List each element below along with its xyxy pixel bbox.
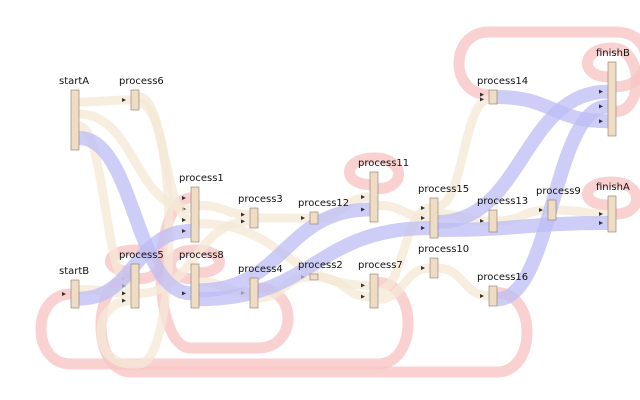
node-process4[interactable]	[249, 277, 259, 309]
node-finishA[interactable]	[607, 195, 617, 233]
node-process11[interactable]	[369, 171, 379, 223]
flow-link-finishB-process14	[453, 26, 640, 101]
node-label-process1: process1	[179, 173, 224, 184]
flow-arrow-icon	[480, 92, 484, 97]
flow-arrow-icon	[539, 208, 543, 212]
flow-link-finishB-finishB	[582, 42, 640, 117]
flow-arrow-icon	[480, 219, 484, 223]
flow-arrow-icon	[361, 283, 365, 288]
flow-link-process5-process3	[138, 216, 251, 298]
node-process6[interactable]	[130, 89, 140, 111]
node-label-process16: process16	[477, 272, 528, 283]
flow-link-process8-process11	[198, 202, 371, 298]
node-label-process5: process5	[119, 250, 164, 261]
flow-link-process15-process14	[436, 94, 491, 211]
flow-arrow-icon	[241, 212, 245, 217]
flow-link-process6-process5	[96, 98, 174, 369]
node-label-process3: process3	[238, 194, 283, 205]
flow-arrow-icon	[480, 294, 484, 298]
flow-arrow-icon	[599, 119, 603, 124]
flow-layer	[35, 26, 640, 378]
label-layer: startA startB process1 process2 process3 proc…	[59, 48, 630, 283]
node-process2[interactable]	[309, 273, 319, 281]
flow-arrow-icon	[361, 195, 365, 199]
flow-arrow-icon	[421, 226, 425, 230]
node-label-process13: process13	[477, 196, 528, 207]
node-process9[interactable]	[547, 199, 557, 221]
node-process13[interactable]	[488, 209, 498, 233]
node-process15[interactable]	[429, 197, 439, 239]
flow-arrow-icon	[182, 218, 186, 222]
node-label-startA: startA	[59, 76, 89, 87]
flow-arrow-icon	[599, 212, 603, 216]
flow-arrow-icon	[182, 229, 186, 233]
flow-link-process15-finishA	[437, 216, 609, 237]
node-finishB[interactable]	[607, 61, 617, 137]
node-process3[interactable]	[249, 207, 259, 229]
flow-arrow-icon	[421, 206, 425, 210]
flow-arrow-icon	[599, 104, 603, 109]
node-label-process15: process15	[418, 184, 469, 195]
flow-arrow-icon	[599, 221, 603, 225]
flow-arrow-icon	[301, 216, 305, 220]
flow-arrow-icon	[241, 219, 245, 224]
node-process7[interactable]	[369, 273, 379, 309]
node-label-process7: process7	[358, 260, 403, 271]
flow-link-process10-process16	[437, 263, 490, 301]
node-label-process12: process12	[298, 198, 349, 209]
node-label-process10: process10	[418, 244, 469, 255]
flow-arrow-icon	[62, 292, 66, 296]
flow-arrow-icon	[361, 207, 365, 212]
flow-link-process15-finishB	[437, 84, 609, 229]
flow-arrow-icon	[599, 89, 603, 94]
flow-link-process8-process15	[198, 221, 431, 307]
node-process12[interactable]	[309, 211, 319, 225]
flow-link-startA-process8	[78, 131, 192, 301]
node-startA[interactable]	[70, 89, 80, 151]
node-label-process8: process8	[179, 250, 224, 261]
flow-link-process1-process3	[198, 200, 251, 220]
flow-arrow-icon	[182, 291, 186, 296]
flow-arrow-icon	[122, 98, 126, 102]
node-process1[interactable]	[190, 186, 200, 243]
node-label-startB: startB	[59, 266, 89, 277]
node-process8[interactable]	[190, 263, 200, 309]
flow-arrow-icon	[122, 298, 126, 303]
flow-link-process7-process15	[376, 203, 432, 296]
flow-arrow-icon	[421, 266, 425, 270]
node-label-process9: process9	[536, 186, 581, 197]
node-label-finishA: finishA	[596, 182, 630, 193]
node-process16[interactable]	[488, 285, 498, 307]
flow-arrow-icon	[421, 216, 425, 220]
node-label-process2: process2	[298, 260, 343, 271]
flow-link-process11-process11	[344, 152, 404, 195]
node-label-process11: process11	[358, 158, 409, 169]
node-label-process4: process4	[238, 264, 283, 275]
flow-arrow-icon	[182, 196, 186, 200]
flow-link-finishA-finishA	[582, 176, 640, 220]
node-label-finishB: finishB	[596, 48, 630, 59]
node-process5[interactable]	[130, 263, 140, 309]
node-startB[interactable]	[70, 279, 80, 309]
node-label-process6: process6	[119, 76, 164, 87]
node-process14[interactable]	[488, 89, 498, 105]
node-label-process14: process14	[477, 76, 528, 87]
flow-link-process14-finishB	[496, 90, 609, 129]
flow-arrow-icon	[480, 97, 484, 102]
node-layer	[70, 61, 617, 309]
flow-arrow-icon	[122, 291, 126, 296]
node-process10[interactable]	[429, 257, 439, 279]
flow-arrow-icon	[361, 294, 365, 299]
flow-link-process7-startB	[35, 277, 414, 370]
